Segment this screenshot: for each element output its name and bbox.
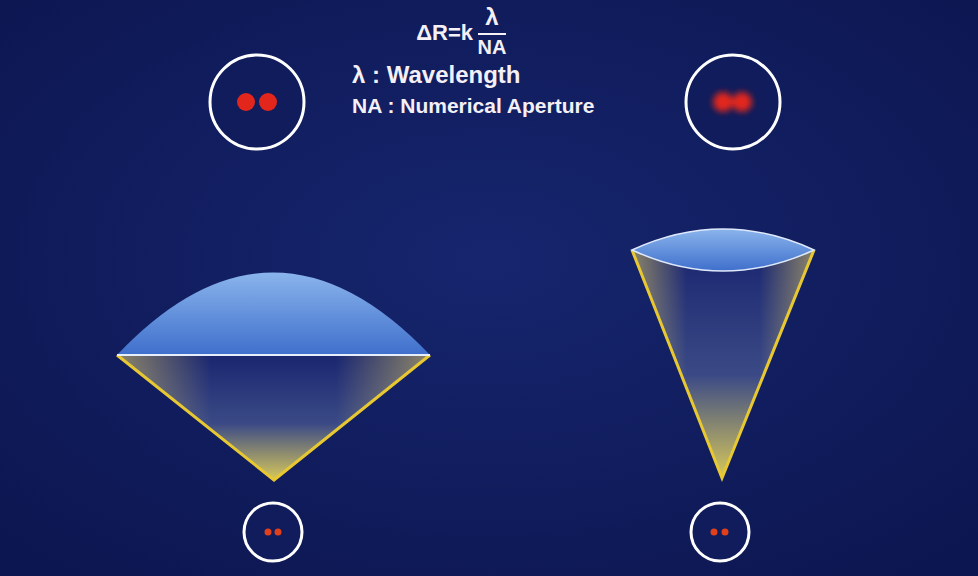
cone-edge [117, 355, 430, 480]
cone-edge [632, 250, 814, 478]
light-cone-shade [117, 355, 430, 480]
light-cone-shade [632, 250, 814, 478]
fraction-bar [478, 33, 506, 35]
legend-note: NA : Numerical Aperture [352, 94, 594, 117]
view-circle [691, 503, 749, 561]
formula-symbol: NA [478, 36, 507, 58]
formula-text: ΔR=k [416, 21, 473, 45]
view-circle [686, 55, 780, 149]
blurred-dots [713, 92, 752, 112]
legend-note: λ : Wavelength [352, 62, 520, 88]
view-circle [210, 55, 304, 149]
lens-top [632, 229, 814, 271]
lens-dome [117, 273, 430, 356]
red-dot [275, 529, 282, 536]
red-dot [237, 93, 255, 111]
red-dot [259, 93, 277, 111]
red-dot [711, 529, 718, 536]
view-circle [244, 503, 302, 561]
formula-symbol: λ [485, 4, 498, 30]
light-cone [117, 355, 430, 480]
red-dot [722, 529, 729, 536]
red-dot [265, 529, 272, 536]
light-cone [632, 250, 814, 478]
lens-base [117, 354, 430, 356]
